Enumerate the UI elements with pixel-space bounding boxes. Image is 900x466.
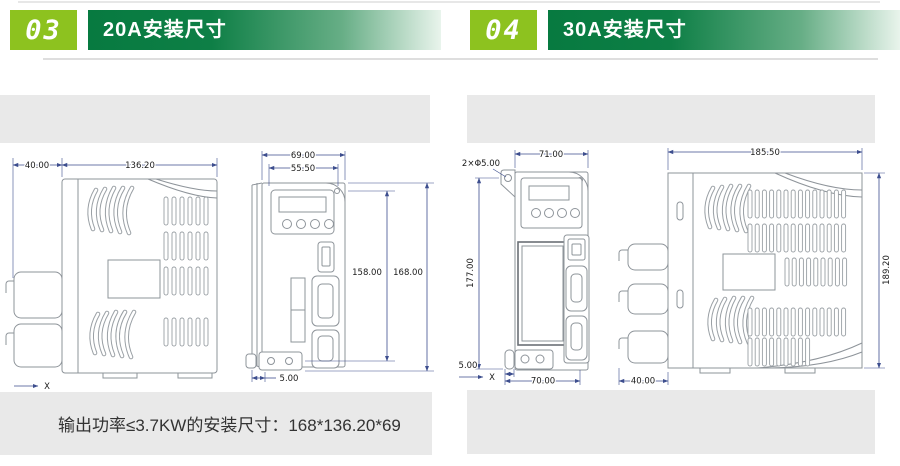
section-number: 04 [485, 14, 522, 46]
header-divider-line [43, 58, 878, 60]
dim-label-177: 177.00 [466, 258, 476, 288]
dim-label-5: 5.00 [459, 361, 478, 371]
dim-label-70: 70.00 [531, 377, 555, 387]
section-title-banner: 30A安装尺寸 [548, 10, 900, 50]
dim-label-189-20: 189.20 [882, 255, 892, 285]
decor-band-top-left [0, 95, 430, 143]
dim-label-158: 158.00 [352, 268, 382, 278]
section-number: 03 [25, 14, 62, 46]
20a-display-panel [270, 189, 335, 235]
x-axis-marker-20a: X [14, 381, 51, 393]
drawing-20a: 40.00 136.20 X [5, 150, 434, 393]
section-title: 30A安装尺寸 [563, 19, 687, 41]
dim-label-69: 69.00 [291, 151, 315, 161]
20a-side-connectors [5, 271, 63, 368]
30a-front-view [500, 169, 590, 371]
20a-side-dimensions: 40.00 136.20 [12, 158, 218, 278]
drawing-30a: 71.00 2×Φ5.00 177.00 5.00 70.00 X [457, 147, 893, 388]
dim-label-71: 71.00 [539, 150, 563, 160]
dim-label-168: 168.00 [393, 268, 423, 278]
20a-front-connectors [311, 241, 340, 369]
caption-text: 输出功率≤3.7KW的安装尺寸：168*136.20*69 [58, 416, 401, 435]
30a-front-dimensions: 71.00 2×Φ5.00 177.00 5.00 70.00 X [457, 149, 589, 388]
20a-front-view [245, 182, 346, 371]
dim-label-136-20: 136.20 [125, 161, 155, 171]
20a-side-view [5, 178, 218, 379]
dim-label-185-50: 185.50 [750, 148, 780, 158]
section-20a: 03 20A安装尺寸 [0, 10, 441, 455]
dim-label-55-50: 55.50 [291, 164, 315, 174]
20a-front-dimensions: 69.00 55.50 158.00 168.00 5.00 [251, 150, 434, 385]
30a-front-connectors [563, 234, 590, 364]
dim-label-40: 40.00 [631, 377, 655, 387]
section-title-banner: 20A安装尺寸 [88, 10, 441, 50]
decor-band-bottom-right [467, 390, 875, 454]
dim-label-40: 40.00 [25, 161, 49, 171]
top-border-line [18, 1, 880, 3]
30a-side-dimensions: 185.50 189.20 [667, 147, 893, 369]
section-number-badge: 04 [470, 10, 537, 50]
axis-label-x: X [489, 373, 495, 383]
30a-display-panel [520, 177, 583, 229]
dim-label-2xphi5: 2×Φ5.00 [462, 159, 500, 169]
axis-label-x: X [44, 382, 50, 392]
30a-side-connectors: 40.00 [618, 243, 669, 388]
dim-label-5: 5.00 [280, 374, 299, 384]
section-30a: 04 30A安装尺寸 [455, 0, 900, 466]
caption-bar: 输出功率≤3.7KW的安装尺寸：168*136.20*69 [0, 392, 432, 455]
30a-side-view [667, 172, 863, 374]
decor-band-top-right [467, 95, 875, 143]
section-number-badge: 03 [10, 10, 77, 50]
section-title: 20A安装尺寸 [103, 19, 227, 41]
